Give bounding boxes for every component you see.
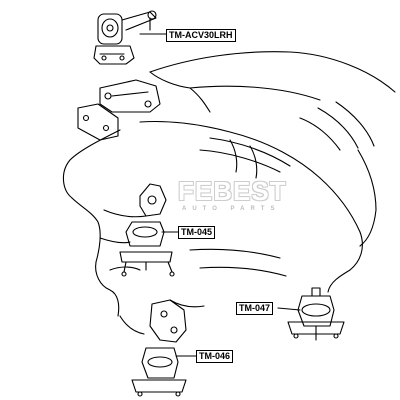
- brand-watermark: FEBEST AUTO PARTS: [178, 176, 298, 216]
- part-label-tm-045: TM-045: [178, 226, 216, 239]
- leader-line-tm-047: [277, 307, 301, 311]
- engine-block-outline: [62, 51, 396, 335]
- upper-bracket-drawing: [77, 79, 161, 141]
- part-label-tm-046: TM-046: [196, 350, 234, 363]
- mount-tm-046-drawing: [131, 299, 187, 397]
- mount-tm-045-drawing: [119, 183, 175, 277]
- mount-tm-acv30lrh-drawing: [93, 10, 157, 65]
- watermark-subtitle: AUTO PARTS: [182, 206, 281, 212]
- mount-tm-047-drawing: [287, 287, 345, 341]
- part-label-tm-047: TM-047: [236, 302, 274, 315]
- watermark-brand-text: FEBEST: [178, 176, 287, 206]
- part-label-tm-acv30lrh: TM-ACV30LRH: [166, 29, 236, 42]
